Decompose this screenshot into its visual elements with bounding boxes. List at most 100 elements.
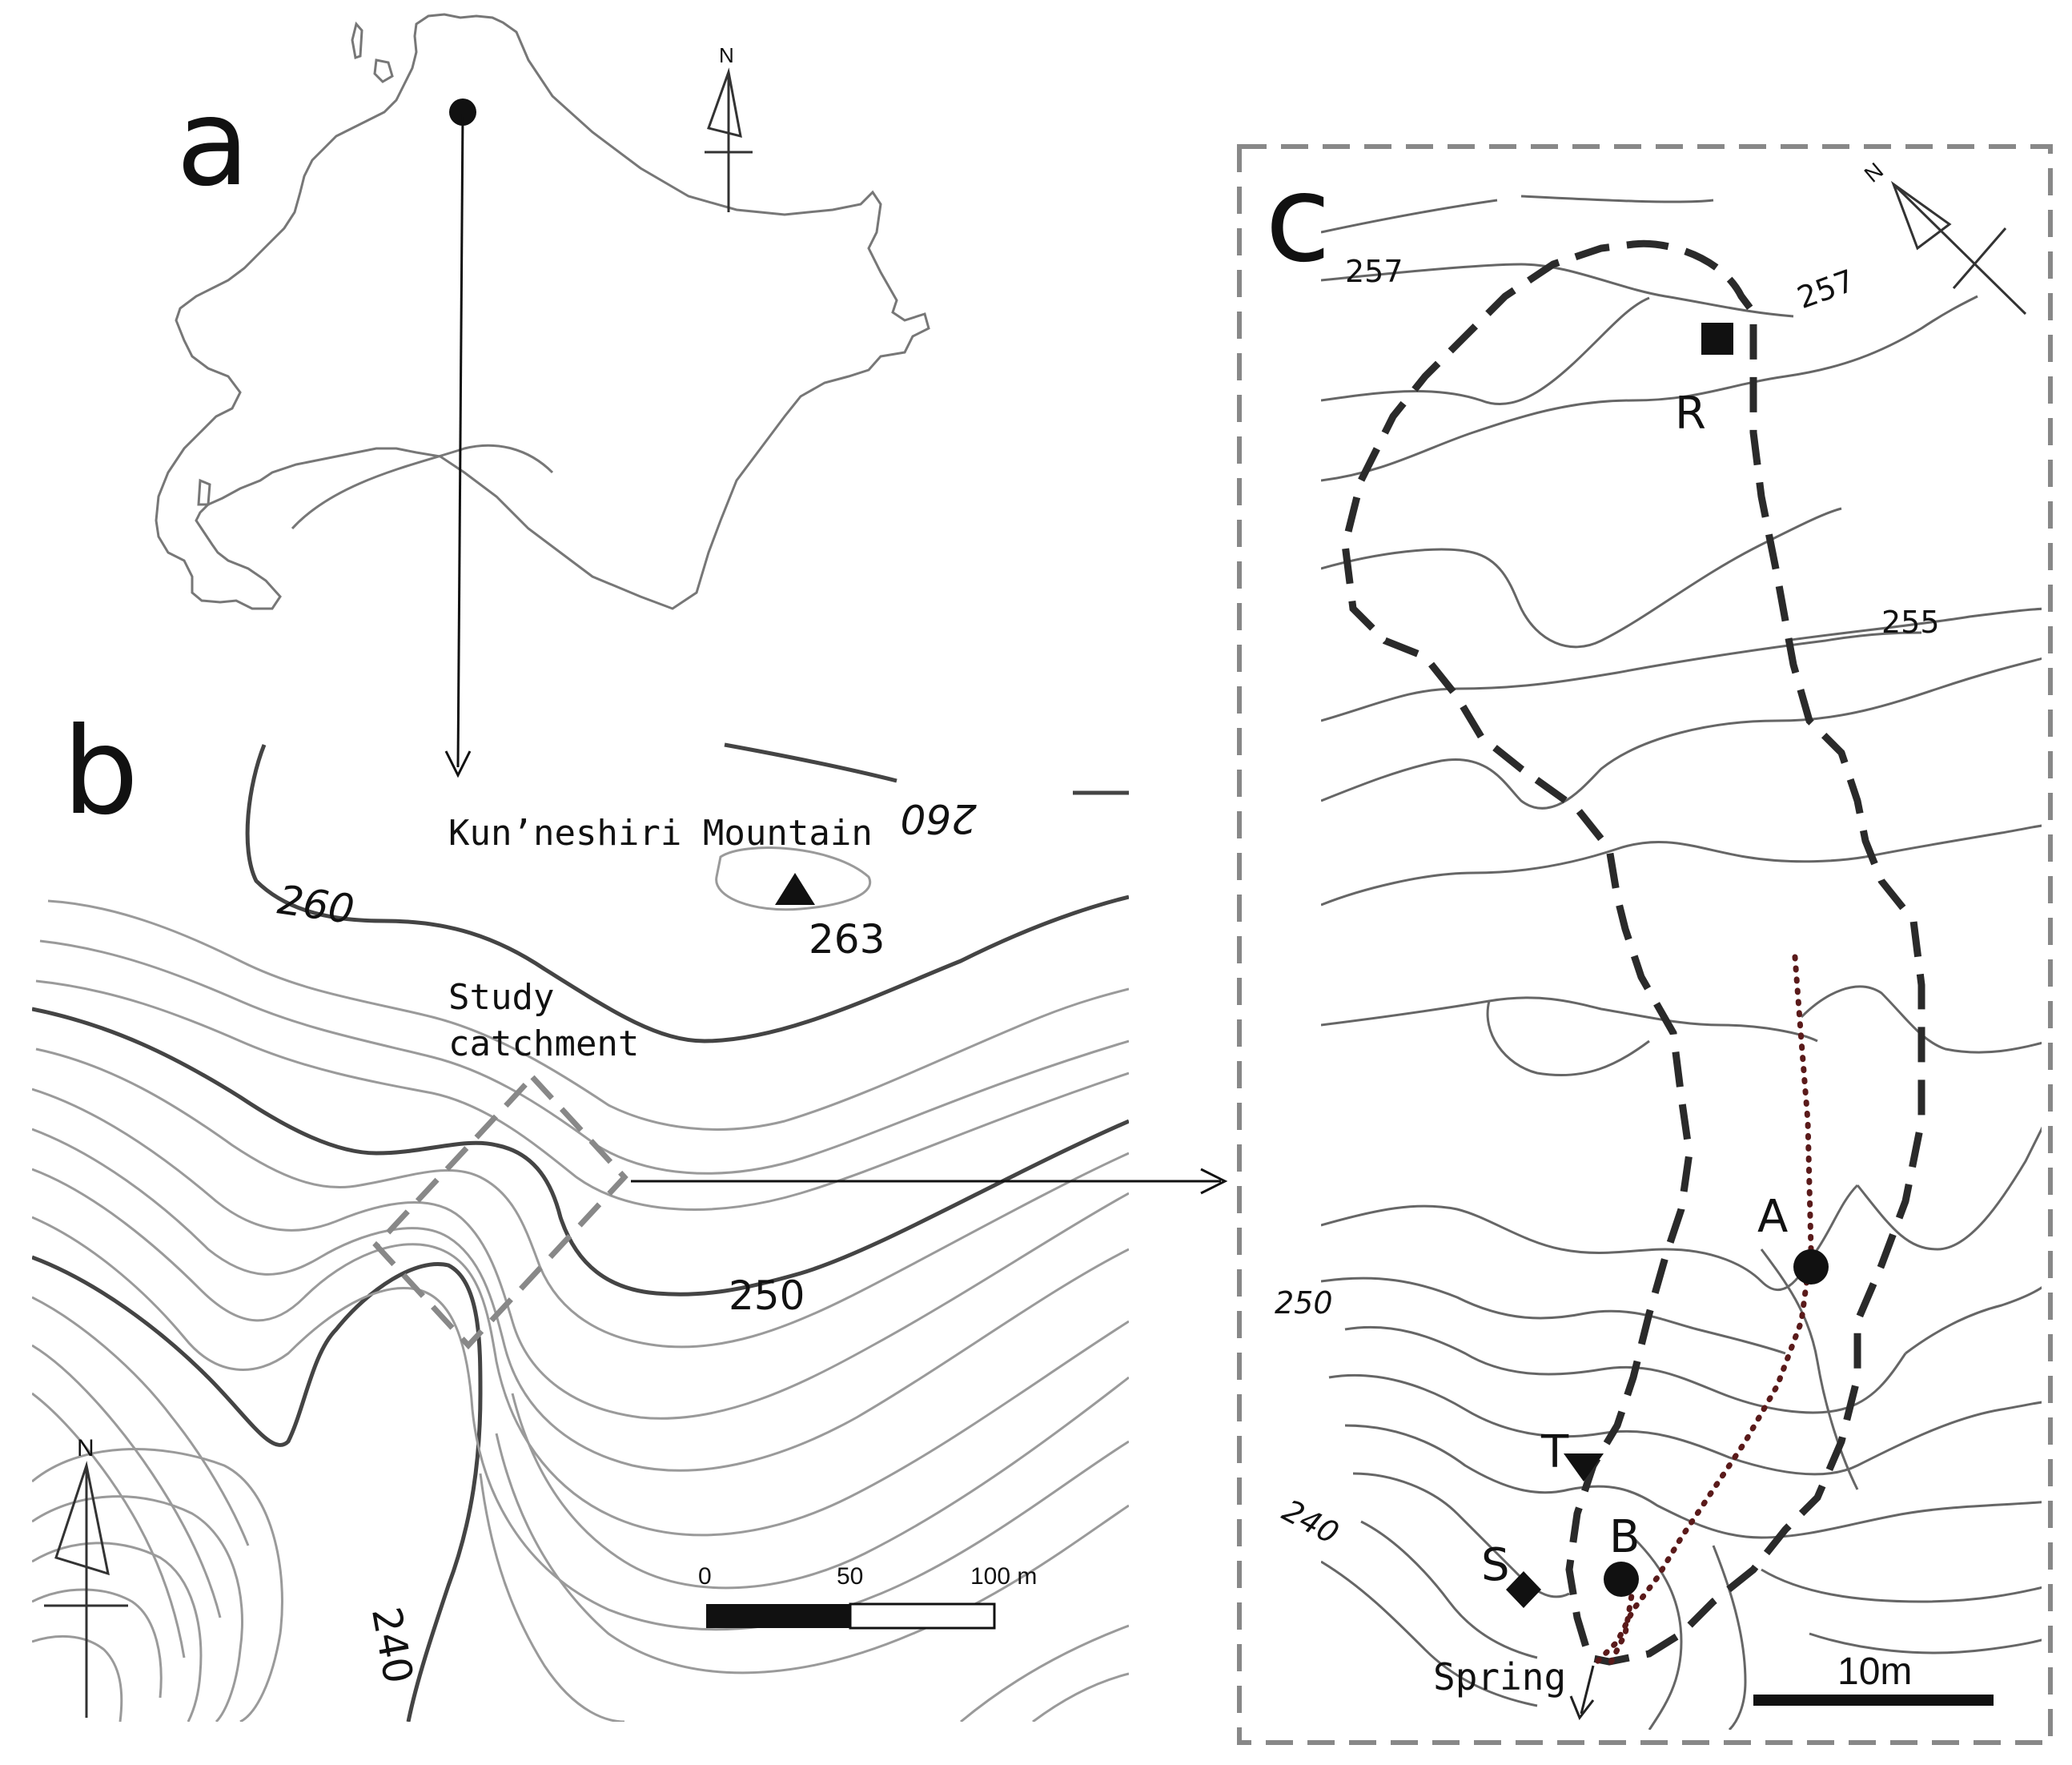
study-catchment-box (372, 1072, 628, 1350)
north-arrow-a: N (705, 43, 753, 212)
c-contour (1321, 1277, 1786, 1355)
north-arrow-b: N (44, 1435, 128, 1718)
contour-valley (32, 1392, 186, 1658)
contour-valley (32, 1255, 483, 1722)
scale-bar-b-black (706, 1604, 850, 1628)
panel-b-letter: b (62, 702, 139, 842)
c-contour (1321, 263, 1794, 318)
contour-valley (32, 1296, 250, 1546)
c-contour-label-257-left: 257 (1345, 254, 1403, 289)
c-contour (1712, 1545, 1747, 1730)
c-contour (1321, 631, 1922, 722)
contour-knoll (32, 1634, 123, 1722)
point-a-marker (1793, 1249, 1829, 1285)
contour-valley (32, 1344, 222, 1618)
contour-valley (32, 1216, 1129, 1631)
contour-lower (511, 1376, 1129, 1590)
c-contour (1321, 295, 1978, 482)
point-s-label: S (1481, 1539, 1510, 1591)
c-contour-label-257-right: 257 (1793, 263, 1859, 316)
panel-b-contours (32, 742, 1129, 1722)
point-r-label: R (1675, 388, 1706, 440)
peak-elevation: 263 (809, 916, 885, 963)
contour-slope (35, 1047, 1129, 1349)
arrow-a-to-b (456, 111, 464, 768)
contour-slope (47, 899, 1129, 1131)
spring-arrow-head (1569, 1695, 1595, 1720)
c-contour (1321, 507, 1842, 649)
c-contour (1321, 296, 1650, 405)
bay-curve (291, 444, 554, 530)
contour-260 (245, 744, 1129, 1043)
c-contour (1520, 195, 1714, 203)
c-contour (1321, 996, 1818, 1043)
c-contour (1800, 985, 2042, 1054)
arrow-b-to-c-head (1200, 1168, 1228, 1195)
contour-slope (35, 979, 1129, 1211)
point-t-marker (1564, 1453, 1604, 1482)
contour-knoll (32, 1448, 283, 1722)
contour-knoll (32, 1588, 163, 1699)
contour-summit (715, 846, 872, 911)
c-contour-label-250: 250 (1275, 1285, 1333, 1321)
spring-label: Spring (1433, 1655, 1566, 1699)
panel-a-letter: a (176, 74, 250, 213)
hokkaido-outline (155, 13, 930, 610)
c-contour (1360, 1520, 1538, 1659)
catchment-label-line1: Study (448, 977, 554, 1018)
c-contour (1321, 840, 1866, 907)
scale-tick-100: 100 m (970, 1563, 1037, 1590)
c-contour (1865, 824, 2042, 858)
mountain-label: Kun’neshiri Mountain (448, 813, 873, 854)
c-contour (1352, 1472, 1570, 1598)
island-rebun (351, 21, 363, 59)
transect-path (1590, 954, 1814, 1669)
c-contour (1761, 1568, 2042, 1603)
contour-label-250: 250 (729, 1272, 805, 1319)
c-contour (1321, 1560, 1538, 1707)
c-contour (1905, 1286, 2042, 1355)
c-contour (1486, 1000, 1650, 1077)
c-contour-label-240: 240 (1277, 1493, 1345, 1551)
point-r-marker (1701, 323, 1733, 355)
contour-lower (495, 1433, 1129, 1675)
panel-c-frame (1237, 144, 2053, 1745)
north-label-a: N (719, 43, 734, 67)
contour-lower (960, 1624, 1129, 1722)
contour-lower (1032, 1672, 1129, 1722)
point-b-label: B (1609, 1511, 1640, 1563)
peak-triangle (775, 873, 815, 905)
scale-tick-50: 50 (837, 1563, 863, 1590)
c-contour (1328, 1373, 2042, 1476)
scale-bar-b-white (849, 1602, 996, 1630)
panel-c-contours (1321, 195, 2042, 1730)
contour-lower (479, 1473, 625, 1722)
point-s-marker (1506, 1571, 1541, 1608)
c-contour (1856, 1126, 2042, 1251)
point-a-label: A (1757, 1191, 1788, 1243)
contour-slope (32, 1088, 1129, 1420)
catchment-label-line2: catchment (448, 1023, 639, 1064)
catchment-boundary (1341, 239, 1925, 1666)
c-contour (1760, 1248, 1859, 1490)
c-contour (1809, 1632, 2042, 1654)
contour-valley (32, 1128, 1129, 1472)
contour-slope (39, 939, 1129, 1175)
scale-bar-c-label: 10m (1837, 1650, 1912, 1693)
spring-arrow (1580, 1665, 1595, 1715)
contour-label-240: 240 (363, 1603, 422, 1687)
island-rishiri (373, 58, 394, 83)
c-contour (1321, 199, 1498, 234)
north-arrow-c: N (1860, 158, 2027, 316)
panel-c-letter: c (1265, 150, 1331, 289)
scale-tick-0: 0 (698, 1563, 712, 1590)
contour-slope-index (32, 1007, 1129, 1297)
scale-bar-c (1753, 1695, 1994, 1706)
contour-label-260-upside: 260 (901, 795, 977, 842)
point-b-marker (1604, 1562, 1639, 1597)
island-okushiri (197, 478, 211, 506)
c-contour (1321, 657, 2042, 810)
panel-a: a N (155, 13, 930, 778)
north-label-b: N (77, 1435, 94, 1461)
